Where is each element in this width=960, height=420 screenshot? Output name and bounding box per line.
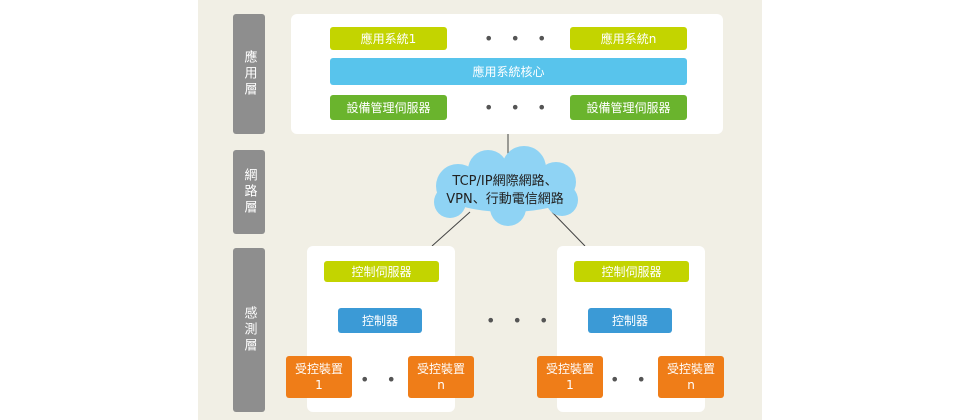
device-ellipsis-left: • • •: [360, 370, 429, 389]
controlled-device-index: n: [437, 378, 445, 392]
network-line-2: VPN、行動電信網路: [446, 192, 564, 207]
app-system-n: 應用系統n: [570, 27, 687, 50]
layer-label-application: 應用層: [233, 14, 265, 134]
line-cloud-to-right: [551, 211, 586, 247]
device-ellipsis-right: • • •: [610, 370, 679, 389]
sensing-group-ellipsis: • • •: [486, 311, 555, 330]
controlled-device-index: n: [687, 378, 695, 392]
controlled-device-1-left: 受控裝置 1: [286, 356, 352, 398]
network-cloud-label: TCP/IP網際網路、 VPN、行動電信網路: [420, 173, 590, 209]
controlled-device-1-right: 受控裝置 1: [537, 356, 603, 398]
line-cloud-to-left: [431, 211, 471, 247]
cloud-shape: [434, 146, 578, 226]
controlled-device-label: 受控裝置: [294, 362, 343, 376]
controller-right: 控制器: [588, 308, 672, 333]
app-ellipsis-bottom: • • •: [484, 98, 553, 117]
controlled-device-label: 受控裝置: [416, 362, 465, 376]
network-line-1: TCP/IP網際網路、: [452, 174, 558, 189]
device-management-server-left: 設備管理伺服器: [330, 95, 447, 120]
controller-left: 控制器: [338, 308, 422, 333]
controlled-device-n-right: 受控裝置 n: [658, 356, 724, 398]
controlled-device-n-left: 受控裝置 n: [408, 356, 474, 398]
controlled-device-label: 受控裝置: [545, 362, 594, 376]
device-management-server-right: 設備管理伺服器: [570, 95, 687, 120]
control-server-left: 控制伺服器: [324, 261, 439, 282]
layer-label-sensing: 感測層: [233, 248, 265, 412]
layer-label-network: 網路層: [233, 150, 265, 234]
app-system-core: 應用系統核心: [330, 58, 687, 85]
app-ellipsis-top: • • •: [484, 29, 553, 48]
app-system-1: 應用系統1: [330, 27, 447, 50]
controlled-device-index: 1: [315, 378, 323, 392]
controlled-device-label: 受控裝置: [666, 362, 715, 376]
controlled-device-index: 1: [566, 378, 574, 392]
control-server-right: 控制伺服器: [574, 261, 689, 282]
